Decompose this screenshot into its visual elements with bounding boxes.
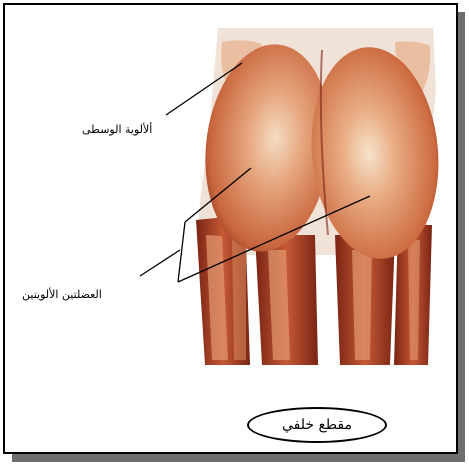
caption-oval: مقطع خلفي bbox=[247, 407, 387, 443]
caption-text: مقطع خلفي bbox=[282, 417, 352, 433]
label-gluteus-maximus: العضلتين الألويتين bbox=[22, 288, 102, 301]
label-gluteus-medius: ألألوية الوسطى bbox=[82, 123, 152, 136]
